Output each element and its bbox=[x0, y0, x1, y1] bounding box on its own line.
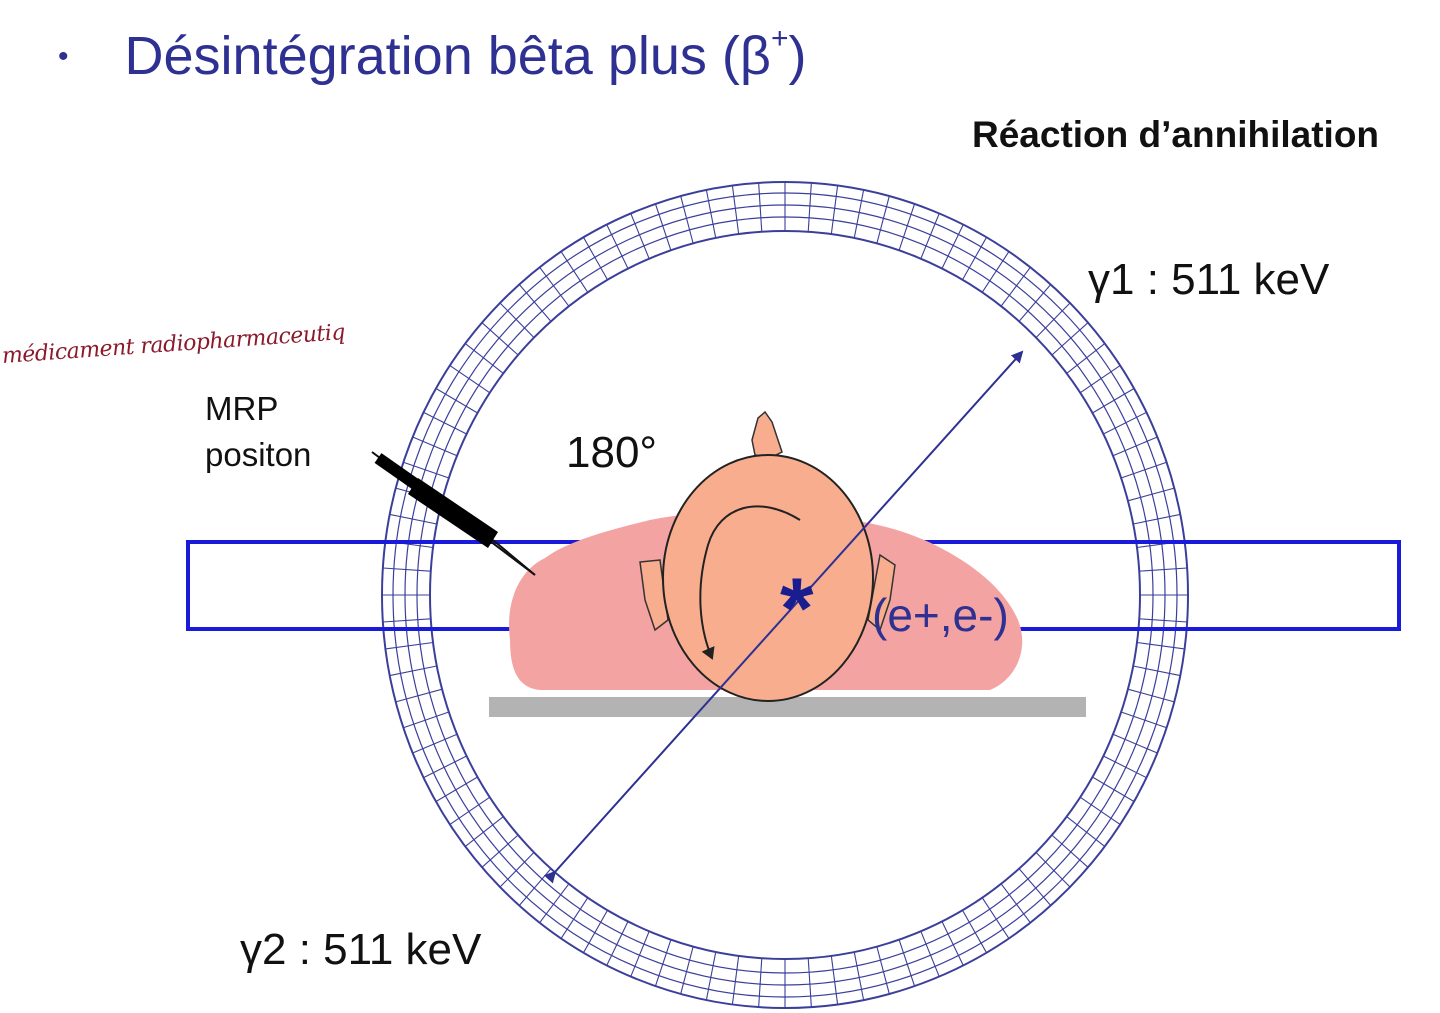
pair-label: (e+,e-) bbox=[872, 589, 1009, 641]
title-bullet: • bbox=[58, 39, 69, 73]
title-close: ) bbox=[788, 26, 807, 86]
slide-title: • Désintégration bêta plus (β+) bbox=[58, 22, 806, 87]
title-main: Désintégration bêta plus (β bbox=[124, 26, 771, 86]
gamma-line bbox=[543, 350, 1024, 884]
gamma2-label: γ2 : 511 keV bbox=[240, 925, 482, 974]
detector-ring bbox=[381, 181, 1189, 1009]
syringe-icon bbox=[371, 451, 536, 576]
positon-label: positon bbox=[205, 436, 312, 473]
title-superscript: + bbox=[770, 22, 789, 55]
title-text: Désintégration bêta plus (β+) bbox=[125, 22, 807, 87]
mrp-label: MRP bbox=[205, 390, 279, 427]
annihilation-heading: Réaction d’annihilation bbox=[972, 114, 1380, 155]
gamma1-label: γ1 : 511 keV bbox=[1088, 255, 1330, 304]
angle-label: 180° bbox=[566, 428, 658, 477]
annihilation-star: * bbox=[780, 561, 814, 657]
patient-table bbox=[489, 697, 1086, 717]
